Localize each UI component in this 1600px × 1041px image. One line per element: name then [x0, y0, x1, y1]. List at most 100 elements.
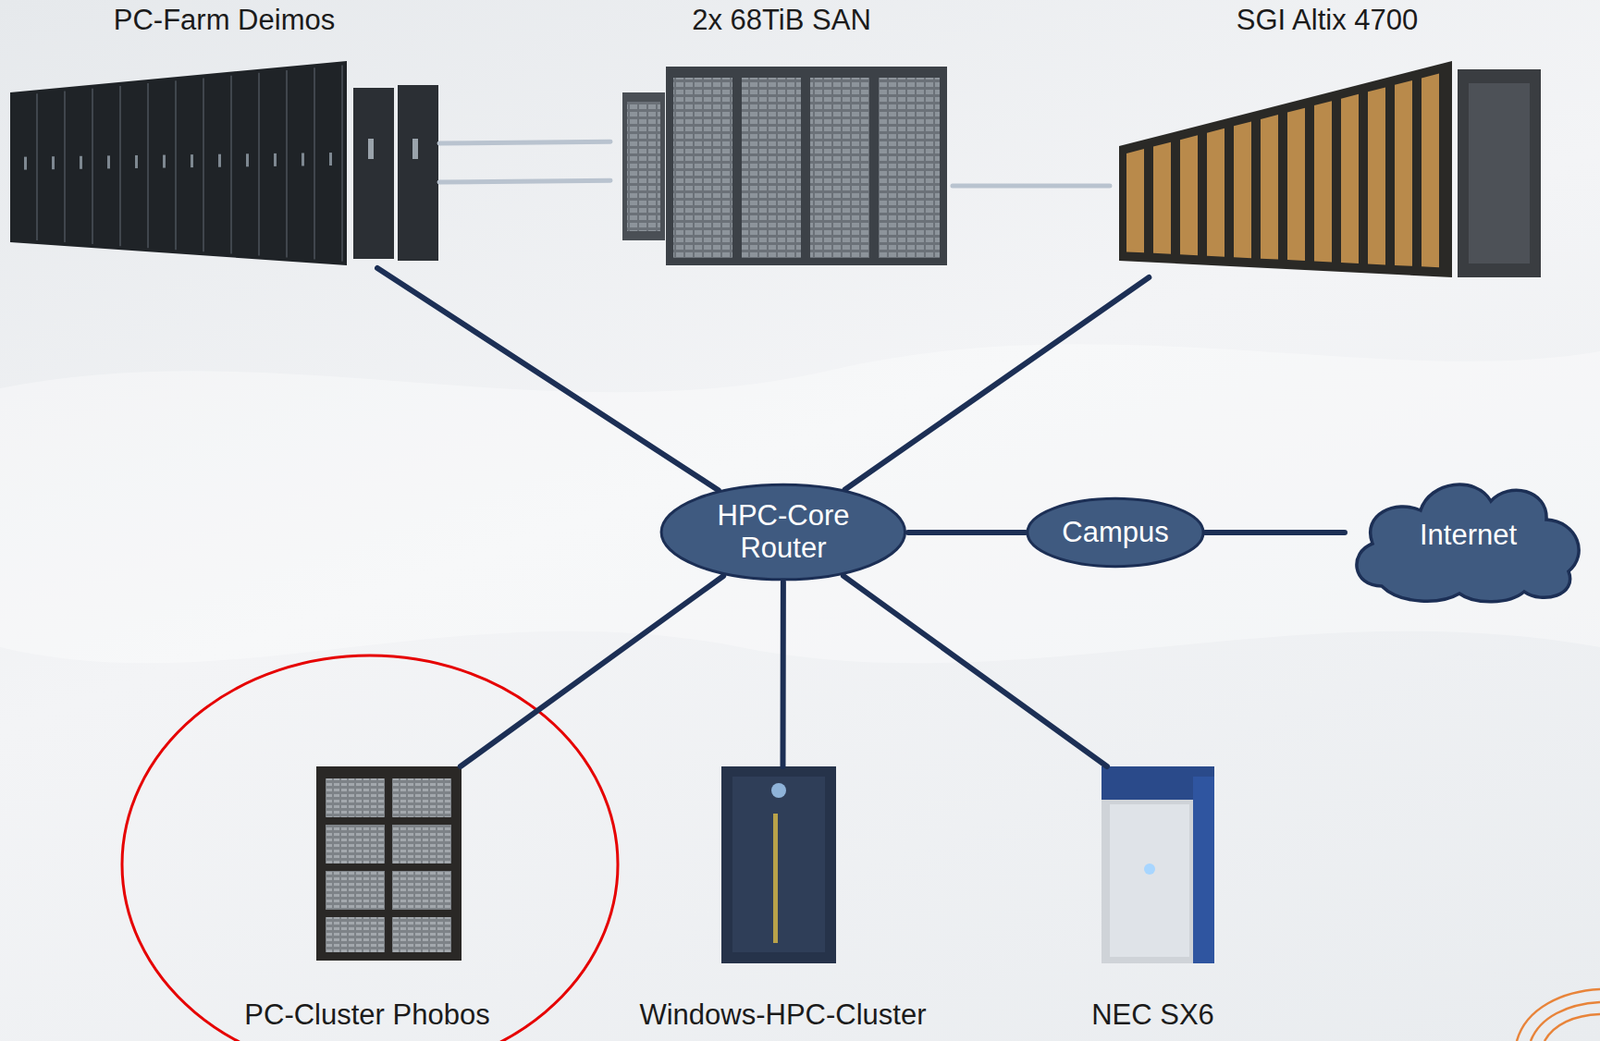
panel [325, 917, 385, 953]
cabinet-front [732, 776, 825, 953]
internet-cloud: Internet [1344, 464, 1592, 607]
rack-divider [119, 86, 122, 247]
node-label: Internet [1419, 519, 1517, 553]
label-holder: SGI Altix 4700 [1236, 4, 1418, 37]
network-link [460, 576, 724, 767]
ellipse-shape [661, 485, 905, 581]
cabinet [316, 766, 462, 961]
rack-light [162, 155, 166, 169]
panel [325, 824, 385, 864]
node-label: HPC-Core Router [709, 500, 858, 565]
rack-light [329, 152, 333, 166]
network-link [843, 576, 1108, 767]
rack-divider [341, 64, 344, 261]
network-link [780, 582, 787, 767]
rack-door [1287, 108, 1305, 261]
rack [622, 92, 665, 241]
panel [392, 824, 452, 864]
logo-arc [1544, 1014, 1600, 1041]
rack-divider [285, 70, 288, 258]
rack-light [301, 152, 305, 166]
nec-illustration [1101, 766, 1215, 964]
logo-arcs [1516, 989, 1600, 1041]
windows-cluster: Windows-HPC-Cluster [602, 766, 964, 1033]
ellipse-shape [1027, 498, 1204, 567]
system-label: PC-Farm Deimos [113, 4, 335, 37]
rack-light [24, 157, 27, 171]
rack-front [810, 77, 870, 259]
rack-light [246, 153, 249, 167]
cabinet [1101, 766, 1215, 964]
rack-light [273, 153, 277, 167]
rack-divider [313, 67, 316, 259]
rack-door [1180, 135, 1198, 256]
rack-door [1341, 94, 1359, 264]
network-link [908, 529, 1026, 536]
cabinet [353, 87, 394, 259]
rack-group [665, 66, 948, 266]
rack-light [135, 155, 138, 169]
rack-light [79, 156, 83, 170]
phobos-illustration [316, 766, 462, 961]
cabinet-front [1109, 804, 1190, 958]
rack-light [190, 154, 194, 168]
network-link [1205, 529, 1345, 536]
vector-computer: NEC SX6 [1070, 766, 1235, 1033]
rack-door [1421, 73, 1440, 269]
rack-door [1126, 148, 1145, 253]
rack-front [627, 101, 661, 232]
rack-door [1394, 80, 1413, 267]
rack-divider [63, 90, 66, 243]
cabinet [1457, 69, 1541, 278]
label-holder: 2x 68TiB SAN [691, 4, 872, 37]
label-holder: PC-Farm Deimos [113, 4, 335, 37]
rack-divider [91, 88, 94, 245]
rack-door [1206, 128, 1225, 258]
cabinet [721, 766, 837, 964]
highlight-circle [122, 655, 618, 1041]
network-link [845, 277, 1150, 490]
cabinet-light [412, 138, 419, 160]
pc-farm-illustration [10, 61, 439, 266]
panel [325, 871, 385, 911]
logo-arc [1530, 1002, 1600, 1041]
panel [392, 917, 452, 953]
panel [392, 778, 452, 818]
cabinet-front [1468, 83, 1530, 264]
rack-divider [202, 77, 205, 252]
network-link [377, 268, 719, 491]
cabinet-light [368, 138, 374, 160]
cabinet [397, 85, 439, 261]
rack-row [10, 61, 347, 266]
server-farm: PC-Farm Deimos [9, 4, 440, 269]
system-label: 2x 68TiB SAN [691, 4, 872, 37]
rack-light [107, 155, 111, 169]
rack-divider [258, 73, 260, 257]
rack-front [673, 77, 733, 259]
altix-illustration [1119, 61, 1541, 278]
network-ellipse: Campus [1024, 496, 1207, 569]
system-label: NEC SX6 [1091, 999, 1215, 1033]
rack-front [741, 77, 801, 259]
rack-divider [36, 93, 38, 241]
cloud-shape [1356, 484, 1579, 603]
system-label: Windows-HPC-Cluster [639, 999, 926, 1033]
pc-cluster: PC-Cluster Phobos [209, 766, 526, 1033]
cabinet-side [1193, 776, 1215, 964]
label-holder: PC-Cluster Phobos [244, 999, 490, 1033]
supercomputer: SGI Altix 4700 [1109, 4, 1545, 278]
rack-light [51, 156, 55, 170]
logo-dot [771, 783, 787, 799]
rack-door [1233, 121, 1252, 259]
rack-door [1314, 100, 1332, 262]
rack-divider [230, 75, 233, 255]
network-link [952, 183, 1110, 188]
rack-door [1153, 142, 1171, 255]
background-swoosh [0, 344, 1600, 664]
node-label: Campus [1061, 516, 1169, 550]
network-link [439, 141, 611, 183]
status-light [1144, 863, 1156, 875]
system-label: SGI Altix 4700 [1236, 4, 1418, 37]
rack-row [1119, 61, 1453, 278]
